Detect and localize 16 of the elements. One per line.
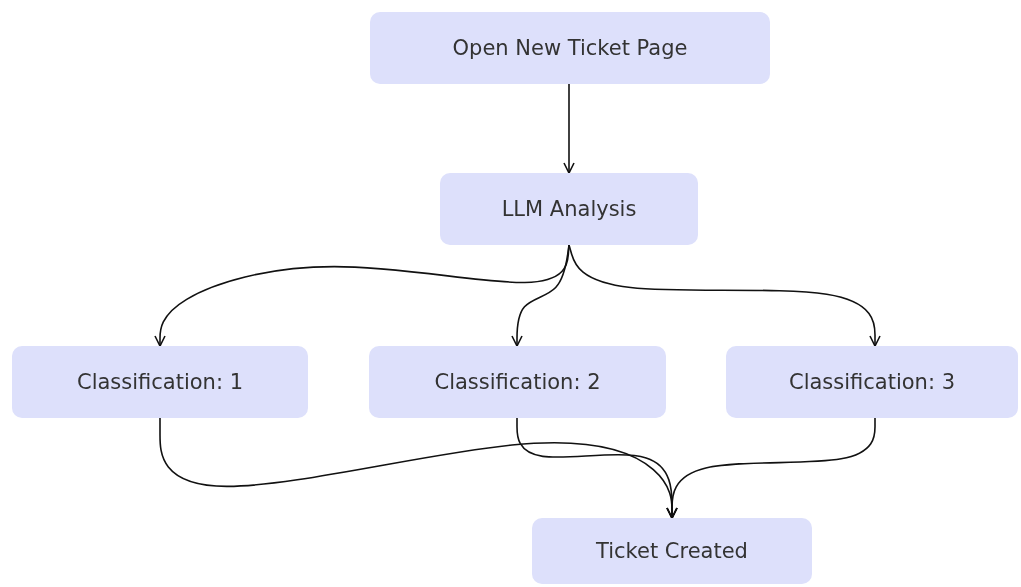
process-box — [369, 346, 666, 418]
process-box — [532, 518, 812, 584]
arrow — [511, 244, 570, 347]
arrow — [563, 83, 575, 174]
arrow — [666, 417, 876, 519]
box-label: Classification: 1 — [76, 370, 244, 394]
box-label: Classification: 3 — [788, 370, 956, 394]
arrow — [568, 244, 881, 347]
process-box — [726, 346, 1018, 418]
process-box — [370, 12, 770, 84]
box-label: LLM Analysis — [501, 197, 637, 221]
process-box — [440, 173, 698, 245]
box-label: Classification: 2 — [434, 370, 601, 394]
box-label: Open New Ticket Page — [452, 36, 688, 60]
box-label: Ticket Created — [596, 539, 748, 563]
process-box — [12, 346, 308, 418]
